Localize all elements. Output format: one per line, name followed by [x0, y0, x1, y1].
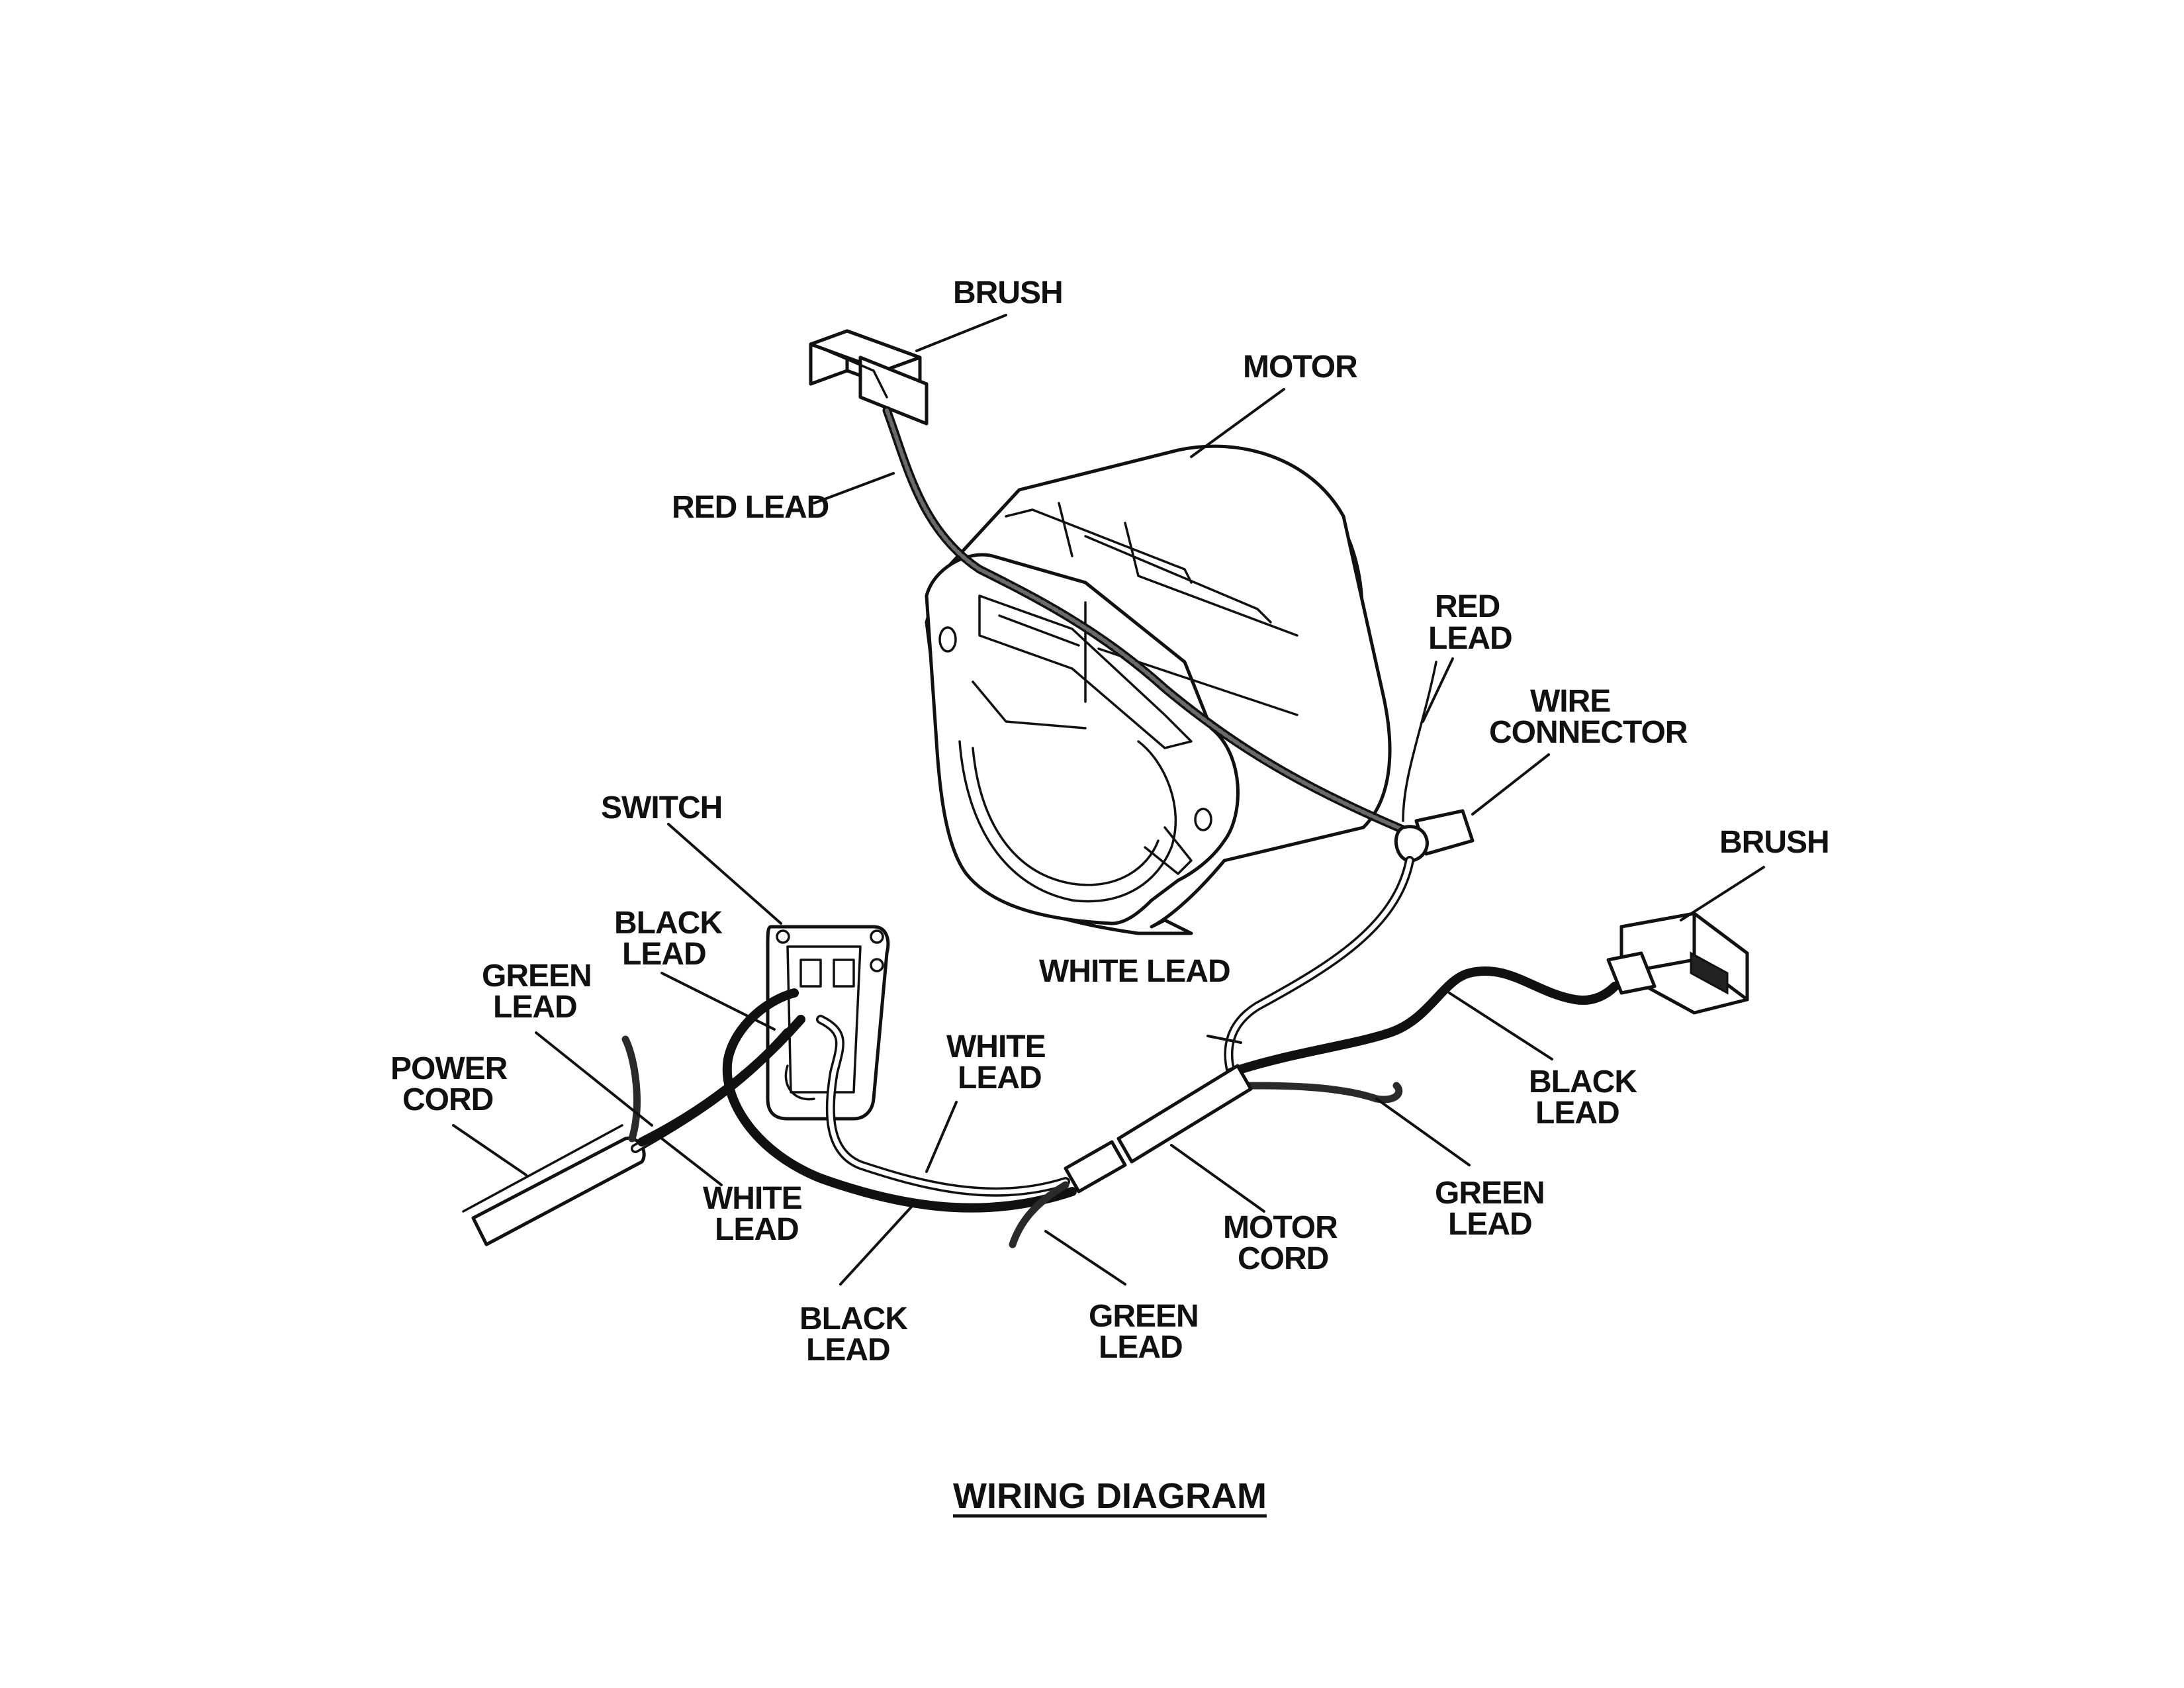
- label-red-lead-right-1: RED: [1435, 589, 1500, 624]
- label-green-lead-right-2: LEAD: [1448, 1207, 1532, 1242]
- motor-stator: [925, 444, 1392, 935]
- label-green-lead-left-1: GREEN: [482, 959, 592, 994]
- wire-connector: [1394, 809, 1475, 863]
- label-motor-cord-1: MOTOR: [1223, 1210, 1338, 1245]
- label-motor-cord-2: CORD: [1238, 1241, 1328, 1276]
- brush-right: [1606, 912, 1749, 1015]
- label-motor: MOTOR: [1243, 350, 1357, 385]
- switch: [766, 925, 890, 1121]
- label-white-lead-lower-2: LEAD: [715, 1212, 799, 1247]
- label-power-cord-1: POWER: [390, 1051, 508, 1086]
- label-black-lead-lower-1: BLACK: [799, 1301, 908, 1336]
- label-wire-connector-1: WIRE: [1530, 684, 1610, 719]
- label-switch: SWITCH: [601, 790, 722, 825]
- labels: BRUSH MOTOR RED LEAD RED LEAD WIRE CONNE…: [390, 275, 1830, 1368]
- label-green-lead-lower-2: LEAD: [1099, 1330, 1183, 1365]
- label-brush-right: BRUSH: [1719, 825, 1829, 860]
- label-white-lead-center: WHITE LEAD: [1039, 954, 1230, 989]
- label-power-cord-2: CORD: [402, 1082, 493, 1117]
- label-brush-top: BRUSH: [953, 275, 1063, 310]
- diagram-title: WIRING DIAGRAM: [953, 1476, 1267, 1516]
- wires: [462, 406, 1619, 1248]
- label-white-lead-lower-1: WHITE: [703, 1181, 802, 1216]
- label-green-lead-right-1: GREEN: [1435, 1176, 1545, 1211]
- motor-cord: [1064, 1064, 1253, 1194]
- label-red-lead-right-2: LEAD: [1428, 621, 1512, 656]
- label-white-lead-mid-1: WHITE: [946, 1029, 1046, 1064]
- label-green-lead-left-2: LEAD: [493, 990, 577, 1025]
- label-black-lead-switch-2: LEAD: [622, 937, 706, 972]
- label-red-lead-top: RED LEAD: [672, 490, 829, 525]
- power-cord: [462, 1124, 646, 1246]
- leader-lines: [452, 314, 1765, 1286]
- label-black-lead-lower-2: LEAD: [806, 1333, 890, 1368]
- label-white-lead-mid-2: LEAD: [958, 1060, 1042, 1096]
- label-black-lead-right-1: BLACK: [1529, 1064, 1637, 1100]
- label-green-lead-lower-1: GREEN: [1089, 1299, 1199, 1334]
- brush-top: [809, 329, 929, 426]
- label-black-lead-right-2: LEAD: [1535, 1096, 1619, 1131]
- label-wire-connector-2: CONNECTOR: [1489, 715, 1688, 750]
- label-black-lead-switch-1: BLACK: [614, 906, 723, 941]
